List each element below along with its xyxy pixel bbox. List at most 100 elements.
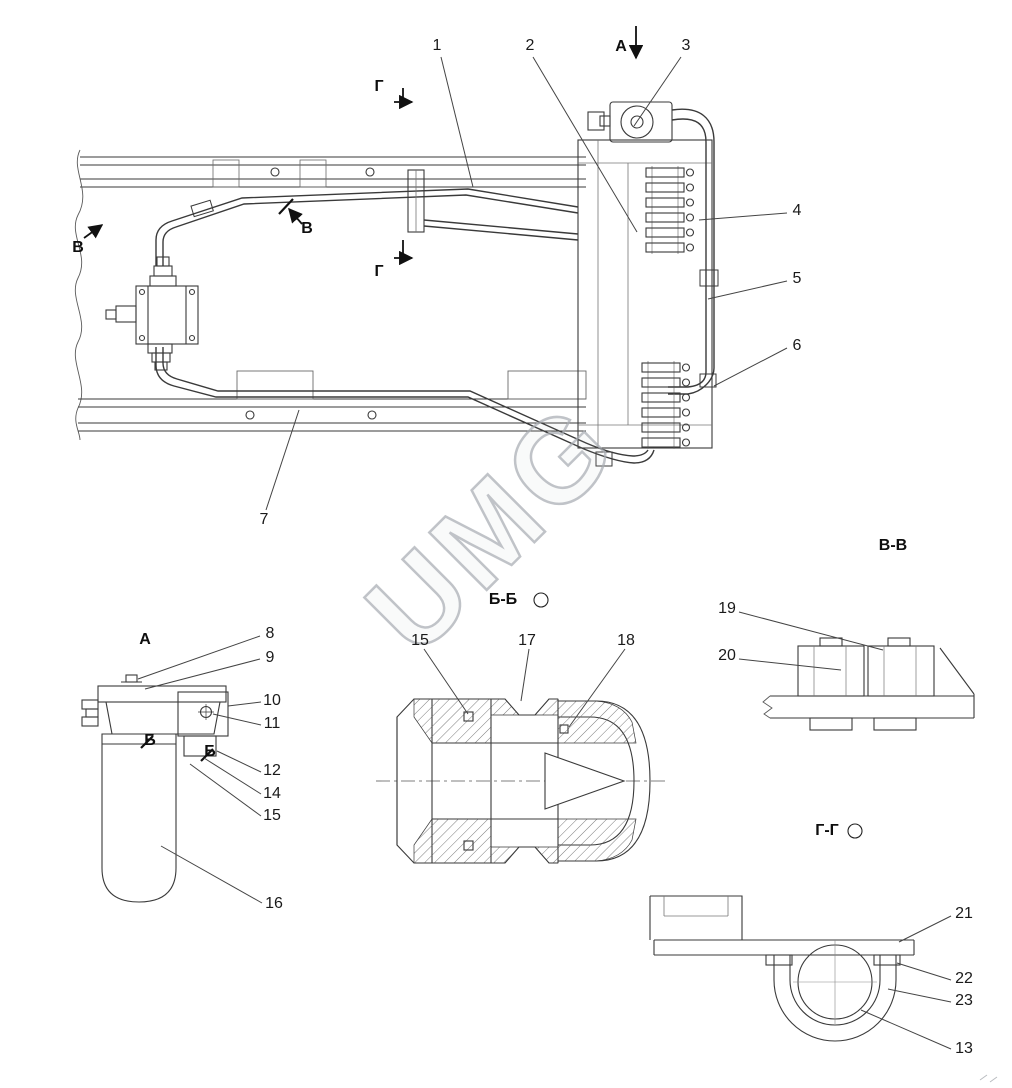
- callout-3: 3: [681, 37, 691, 54]
- marker-g-bottom: Г: [374, 263, 384, 280]
- callout-2: 2: [525, 37, 535, 54]
- view-a-leader-lines: [137, 635, 263, 904]
- callout-4: 4: [792, 202, 802, 219]
- rear-frame-assembly: [577, 139, 713, 449]
- corner-artifact: [979, 1074, 998, 1083]
- callout-5: 5: [792, 270, 802, 287]
- callout-9: 9: [265, 649, 275, 666]
- leader-15-section: [423, 648, 469, 715]
- callout-21: 21: [955, 905, 973, 922]
- callout-13: 13: [955, 1040, 973, 1057]
- section-bb-symbol: [533, 592, 549, 608]
- section-gg-symbol: [847, 823, 863, 839]
- hydraulic-pump: [105, 256, 199, 371]
- callout-15-section: 15: [411, 632, 429, 649]
- view-a-filter: [81, 635, 263, 904]
- frame-bottom-rail: [78, 370, 587, 432]
- section-vv-clamp: [738, 611, 975, 731]
- callout-6: 6: [792, 337, 802, 354]
- cap-nut-outline: [558, 700, 651, 862]
- section-arrow-v-left: [83, 224, 104, 239]
- filter-bracket: [177, 691, 229, 757]
- callout-7: 7: [259, 511, 269, 528]
- callout-22: 22: [955, 970, 973, 987]
- leader-20: [738, 658, 842, 671]
- callout-23: 23: [955, 992, 973, 1009]
- main-view-leader-lines: [265, 56, 788, 511]
- section-vv-title: В-В: [878, 537, 908, 554]
- callout-18: 18: [617, 632, 635, 649]
- leader-19: [738, 611, 884, 651]
- fitting-stack-lower: [641, 361, 691, 449]
- section-cut-tick: [278, 198, 294, 215]
- leader-7: [265, 409, 300, 511]
- clamp-outer-arc: [773, 979, 897, 1042]
- marker-b-2: Б: [204, 743, 216, 760]
- oring-bottom: [463, 840, 474, 851]
- section-tick-b1: [140, 735, 154, 749]
- leader-5: [707, 280, 788, 300]
- leader-16: [160, 845, 263, 904]
- pipe-second-run: [423, 219, 579, 241]
- callout-20: 20: [718, 647, 736, 664]
- leader-10: [227, 701, 262, 707]
- callout-16: 16: [265, 895, 283, 912]
- leader-15-filter: [189, 763, 262, 817]
- filter-canister: [101, 733, 177, 903]
- marker-v-mid: В: [301, 220, 313, 237]
- leader-22: [896, 962, 952, 981]
- leader-6: [713, 347, 788, 387]
- section-gg-pipe-clamp: [649, 823, 952, 1050]
- callout-12: 12: [263, 762, 281, 779]
- leader-21: [898, 915, 952, 943]
- leader-9: [144, 658, 261, 690]
- section-cut-arrows: [83, 26, 644, 266]
- section-arrow-v-mid: [288, 207, 303, 225]
- callout-15-filter: 15: [263, 807, 281, 824]
- section-tick-b2: [200, 748, 214, 762]
- inner-cone: [544, 752, 626, 810]
- frame-break-line: [74, 149, 84, 441]
- pipe-right-vertical: [668, 108, 719, 395]
- leader-3: [633, 56, 682, 127]
- callout-1: 1: [432, 37, 442, 54]
- callout-14: 14: [263, 785, 281, 802]
- frame-top-rail: [80, 156, 586, 188]
- section-vv-leader-lines: [738, 611, 884, 671]
- leader-2: [532, 56, 638, 233]
- callout-17: 17: [518, 632, 536, 649]
- section-bb-leader-lines: [423, 648, 626, 728]
- marker-g-top: Г: [374, 78, 384, 95]
- callout-10: 10: [263, 692, 281, 709]
- filter-top-bolt: [125, 674, 138, 683]
- marker-v-left: В: [72, 239, 84, 256]
- leader-17: [520, 648, 530, 702]
- section-gg-leader-lines: [860, 915, 952, 1050]
- top-valve-unit: [587, 101, 673, 143]
- leader-11: [212, 713, 262, 726]
- leader-18: [568, 648, 626, 728]
- leader-13: [860, 1009, 952, 1050]
- leader-1: [440, 56, 474, 188]
- ring-18: [559, 724, 569, 734]
- callout-19: 19: [718, 600, 736, 617]
- section-gg-title: Г-Г: [815, 822, 839, 839]
- clamp-inner-arc: [789, 979, 881, 1026]
- callout-8: 8: [265, 625, 275, 642]
- leader-4: [698, 212, 788, 221]
- view-a-title: А: [139, 631, 151, 648]
- pipe-clamp-bracket: [407, 169, 425, 233]
- leader-12: [216, 750, 262, 773]
- section-bb-fitting: [376, 592, 666, 864]
- filter-head: [97, 685, 227, 703]
- fitting-stack-upper: [645, 166, 695, 254]
- callout-11: 11: [263, 715, 281, 732]
- pipe-upper-run: [155, 188, 579, 266]
- leader-23: [887, 988, 952, 1003]
- leader-14: [203, 757, 262, 795]
- marker-a-top: А: [615, 38, 627, 55]
- main-plan-view: [74, 26, 788, 511]
- oring-top: [463, 711, 474, 722]
